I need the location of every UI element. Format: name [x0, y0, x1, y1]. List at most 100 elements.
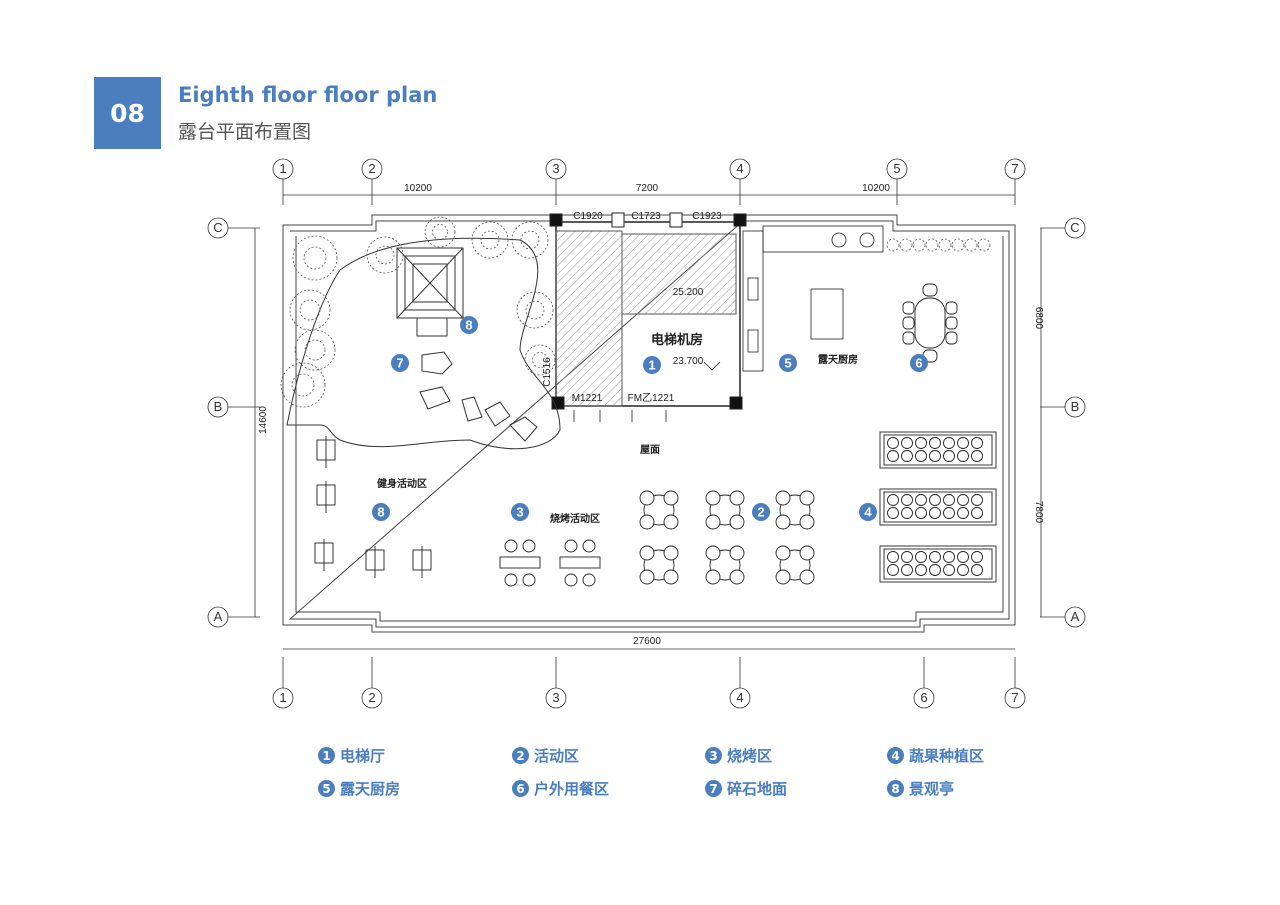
- legend-label: 户外用餐区: [534, 780, 610, 798]
- chair-icon: [729, 569, 745, 585]
- zone-marker-number: 7: [396, 356, 403, 371]
- axis-label: 4: [736, 690, 743, 705]
- tree-icon: [511, 221, 549, 259]
- zone-marker-4: [859, 503, 877, 521]
- axis-label: 6: [920, 690, 927, 705]
- chair-icon: [705, 569, 721, 585]
- plant-icon: [887, 494, 899, 506]
- plant-icon: [929, 494, 941, 506]
- axis-label: C: [213, 220, 222, 235]
- plant-icon: [957, 551, 969, 563]
- chair-icon: [639, 490, 655, 506]
- plant-icon: [915, 494, 927, 506]
- chair-icon: [775, 569, 791, 585]
- chair-icon: [945, 331, 958, 345]
- axis-label: 5: [893, 161, 900, 176]
- tree-icon: [299, 299, 321, 321]
- plant-icon: [971, 551, 983, 563]
- zone-marker-6: [910, 354, 928, 372]
- planter-box-inner: [883, 491, 993, 523]
- chair-icon: [799, 569, 815, 585]
- chair-icon: [729, 545, 745, 561]
- stool-icon: [504, 573, 518, 587]
- plant-icon: [901, 551, 913, 563]
- shrub-icon: [912, 238, 926, 252]
- tree-icon: [289, 289, 331, 331]
- shrub-icon: [951, 238, 965, 252]
- axis-label: A: [1071, 609, 1080, 624]
- plant-icon: [943, 551, 955, 563]
- legend-label: 景观亭: [909, 780, 955, 798]
- zone-marker-2: [752, 503, 770, 521]
- axis-label: C: [1070, 220, 1079, 235]
- round-table-icon: [709, 494, 741, 526]
- axis-label: 1: [279, 690, 286, 705]
- plant-icon: [901, 564, 913, 576]
- plant-icon: [887, 551, 899, 563]
- chair-icon: [902, 316, 915, 330]
- chair-icon: [705, 545, 721, 561]
- window-label: C1920: [573, 211, 603, 222]
- window-label: C1723: [631, 211, 661, 222]
- bbq-grill-icon: [499, 556, 541, 569]
- tree-icon: [303, 246, 327, 270]
- dimension-label: 6800: [1033, 307, 1044, 330]
- plant-icon: [957, 494, 969, 506]
- tree-icon: [294, 329, 336, 371]
- plant-icon: [929, 564, 941, 576]
- chair-icon: [663, 545, 679, 561]
- chair-icon: [639, 545, 655, 561]
- plant-icon: [957, 450, 969, 462]
- plant-icon: [915, 450, 927, 462]
- plant-icon: [901, 494, 913, 506]
- chair-icon: [799, 545, 815, 561]
- legend-label: 碎石地面: [727, 780, 788, 798]
- tree-icon: [292, 235, 338, 281]
- axis-label: 7: [1011, 161, 1018, 176]
- tree-icon: [524, 344, 556, 376]
- stool-icon: [522, 539, 536, 553]
- stool-icon: [582, 573, 596, 587]
- plant-icon: [943, 564, 955, 576]
- plant-icon: [929, 507, 941, 519]
- chair-icon: [663, 514, 679, 530]
- tree-icon: [480, 230, 500, 250]
- tree-icon: [516, 291, 554, 329]
- zone-marker-number: 6: [915, 356, 922, 371]
- plant-icon: [887, 564, 899, 576]
- round-table-icon: [643, 549, 675, 581]
- axis-label: 3: [552, 690, 559, 705]
- plant-icon: [901, 507, 913, 519]
- legend-number-icon: 8: [887, 780, 904, 797]
- tree-icon: [291, 373, 315, 397]
- shrub-icon: [977, 238, 991, 252]
- planter-box: [879, 488, 997, 526]
- axis-label: 2: [368, 690, 375, 705]
- plant-icon: [943, 437, 955, 449]
- tree-icon: [375, 245, 395, 265]
- chair-icon: [945, 316, 958, 330]
- dimension-label: 10200: [862, 183, 890, 194]
- chair-icon: [902, 301, 915, 315]
- legend-number-icon: 4: [887, 747, 904, 764]
- tree-icon: [520, 230, 540, 250]
- zone-marker-number: 1: [648, 358, 655, 373]
- stool-icon: [564, 539, 578, 553]
- door-label: M1221: [572, 393, 603, 404]
- chair-icon: [729, 490, 745, 506]
- tree-icon: [280, 362, 326, 408]
- chair-icon: [902, 331, 915, 345]
- page-title-english: Eighth floor floor plan: [178, 83, 438, 107]
- legend-number-icon: 3: [705, 747, 722, 764]
- zone-marker-8: [372, 503, 390, 521]
- axis-label: B: [1071, 399, 1080, 414]
- zone-marker-8: [460, 316, 478, 334]
- planter-box: [879, 431, 997, 469]
- legend-label: 活动区: [534, 747, 580, 765]
- plant-icon: [887, 450, 899, 462]
- chair-icon: [799, 514, 815, 530]
- stool-icon: [582, 539, 596, 553]
